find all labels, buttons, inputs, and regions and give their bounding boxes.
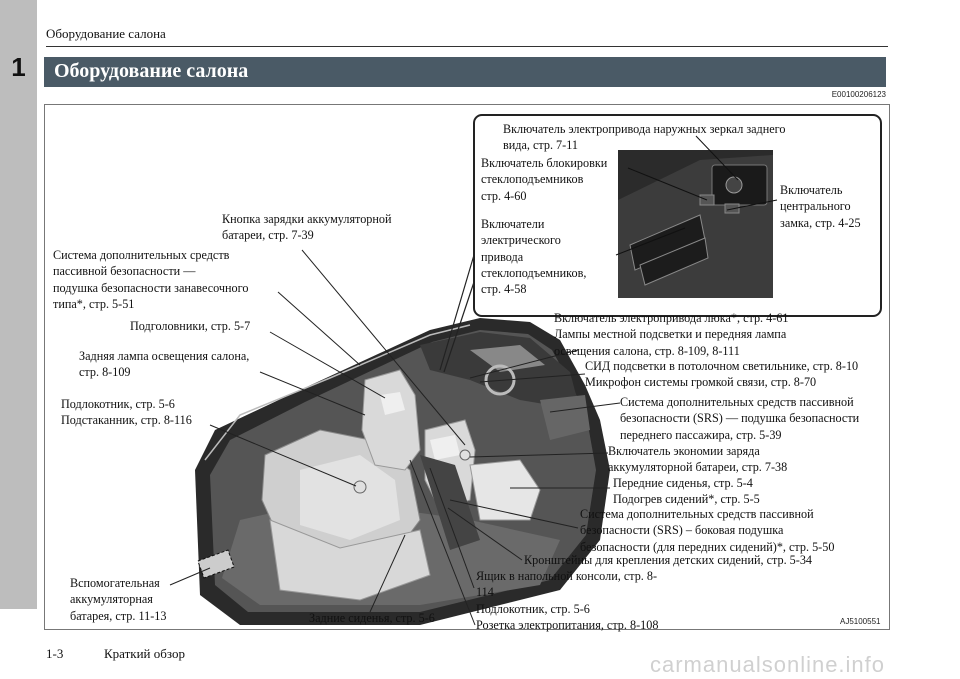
page-number: 1-3 <box>46 646 63 662</box>
callout-child-anchors: Кронштейны для крепления детских сидений… <box>524 552 812 568</box>
callout-mirror-switch: Включатель электропривода наружных зерка… <box>503 121 785 154</box>
callout-rear-lamp: Задняя лампа освещения салона,стр. 8-109 <box>79 348 249 381</box>
callout-rear-seats: Задние сиденья, стр. 5-6 <box>309 610 435 626</box>
watermark: carmanualsonline.info <box>650 652 885 678</box>
footer-section: Краткий обзор <box>104 646 185 662</box>
callout-headrests: Подголовники, стр. 5-7 <box>130 318 250 334</box>
callout-side-airbag: Система дополнительных средств пассивной… <box>580 506 834 555</box>
callout-sunroof-lamps: Включатель электропривода люка*, стр. 4-… <box>554 310 788 359</box>
callout-led-mic: СИД подсветки в потолочном светильнике, … <box>585 358 885 391</box>
callout-passenger-airbag: Система дополнительных средств пассивной… <box>620 394 859 443</box>
figure-image-code: AJ5100551 <box>840 617 880 626</box>
